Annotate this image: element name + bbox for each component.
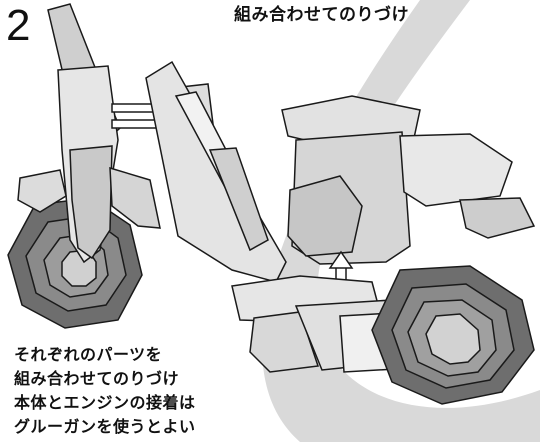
caption-glue: 組み合わせてのりづけ <box>234 5 409 25</box>
instruction-line: グルーガンを使うとよい <box>14 417 196 436</box>
instruction-line: 本体とエンジンの接着は <box>14 393 196 412</box>
instruction-line: それぞれのパーツを <box>14 345 163 364</box>
rear-body <box>281 95 536 265</box>
step-number: 2 <box>6 1 31 50</box>
instruction-line: 組み合わせてのりづけ <box>14 369 180 388</box>
engine-assembly <box>231 275 413 373</box>
front-fork <box>17 3 161 264</box>
rear-wheel <box>371 265 535 405</box>
body-panel <box>145 60 287 283</box>
instruction-text: それぞれのパーツを 組み合わせてのりづけ 本体とエンジンの接着は グルーガンを使… <box>14 343 274 439</box>
